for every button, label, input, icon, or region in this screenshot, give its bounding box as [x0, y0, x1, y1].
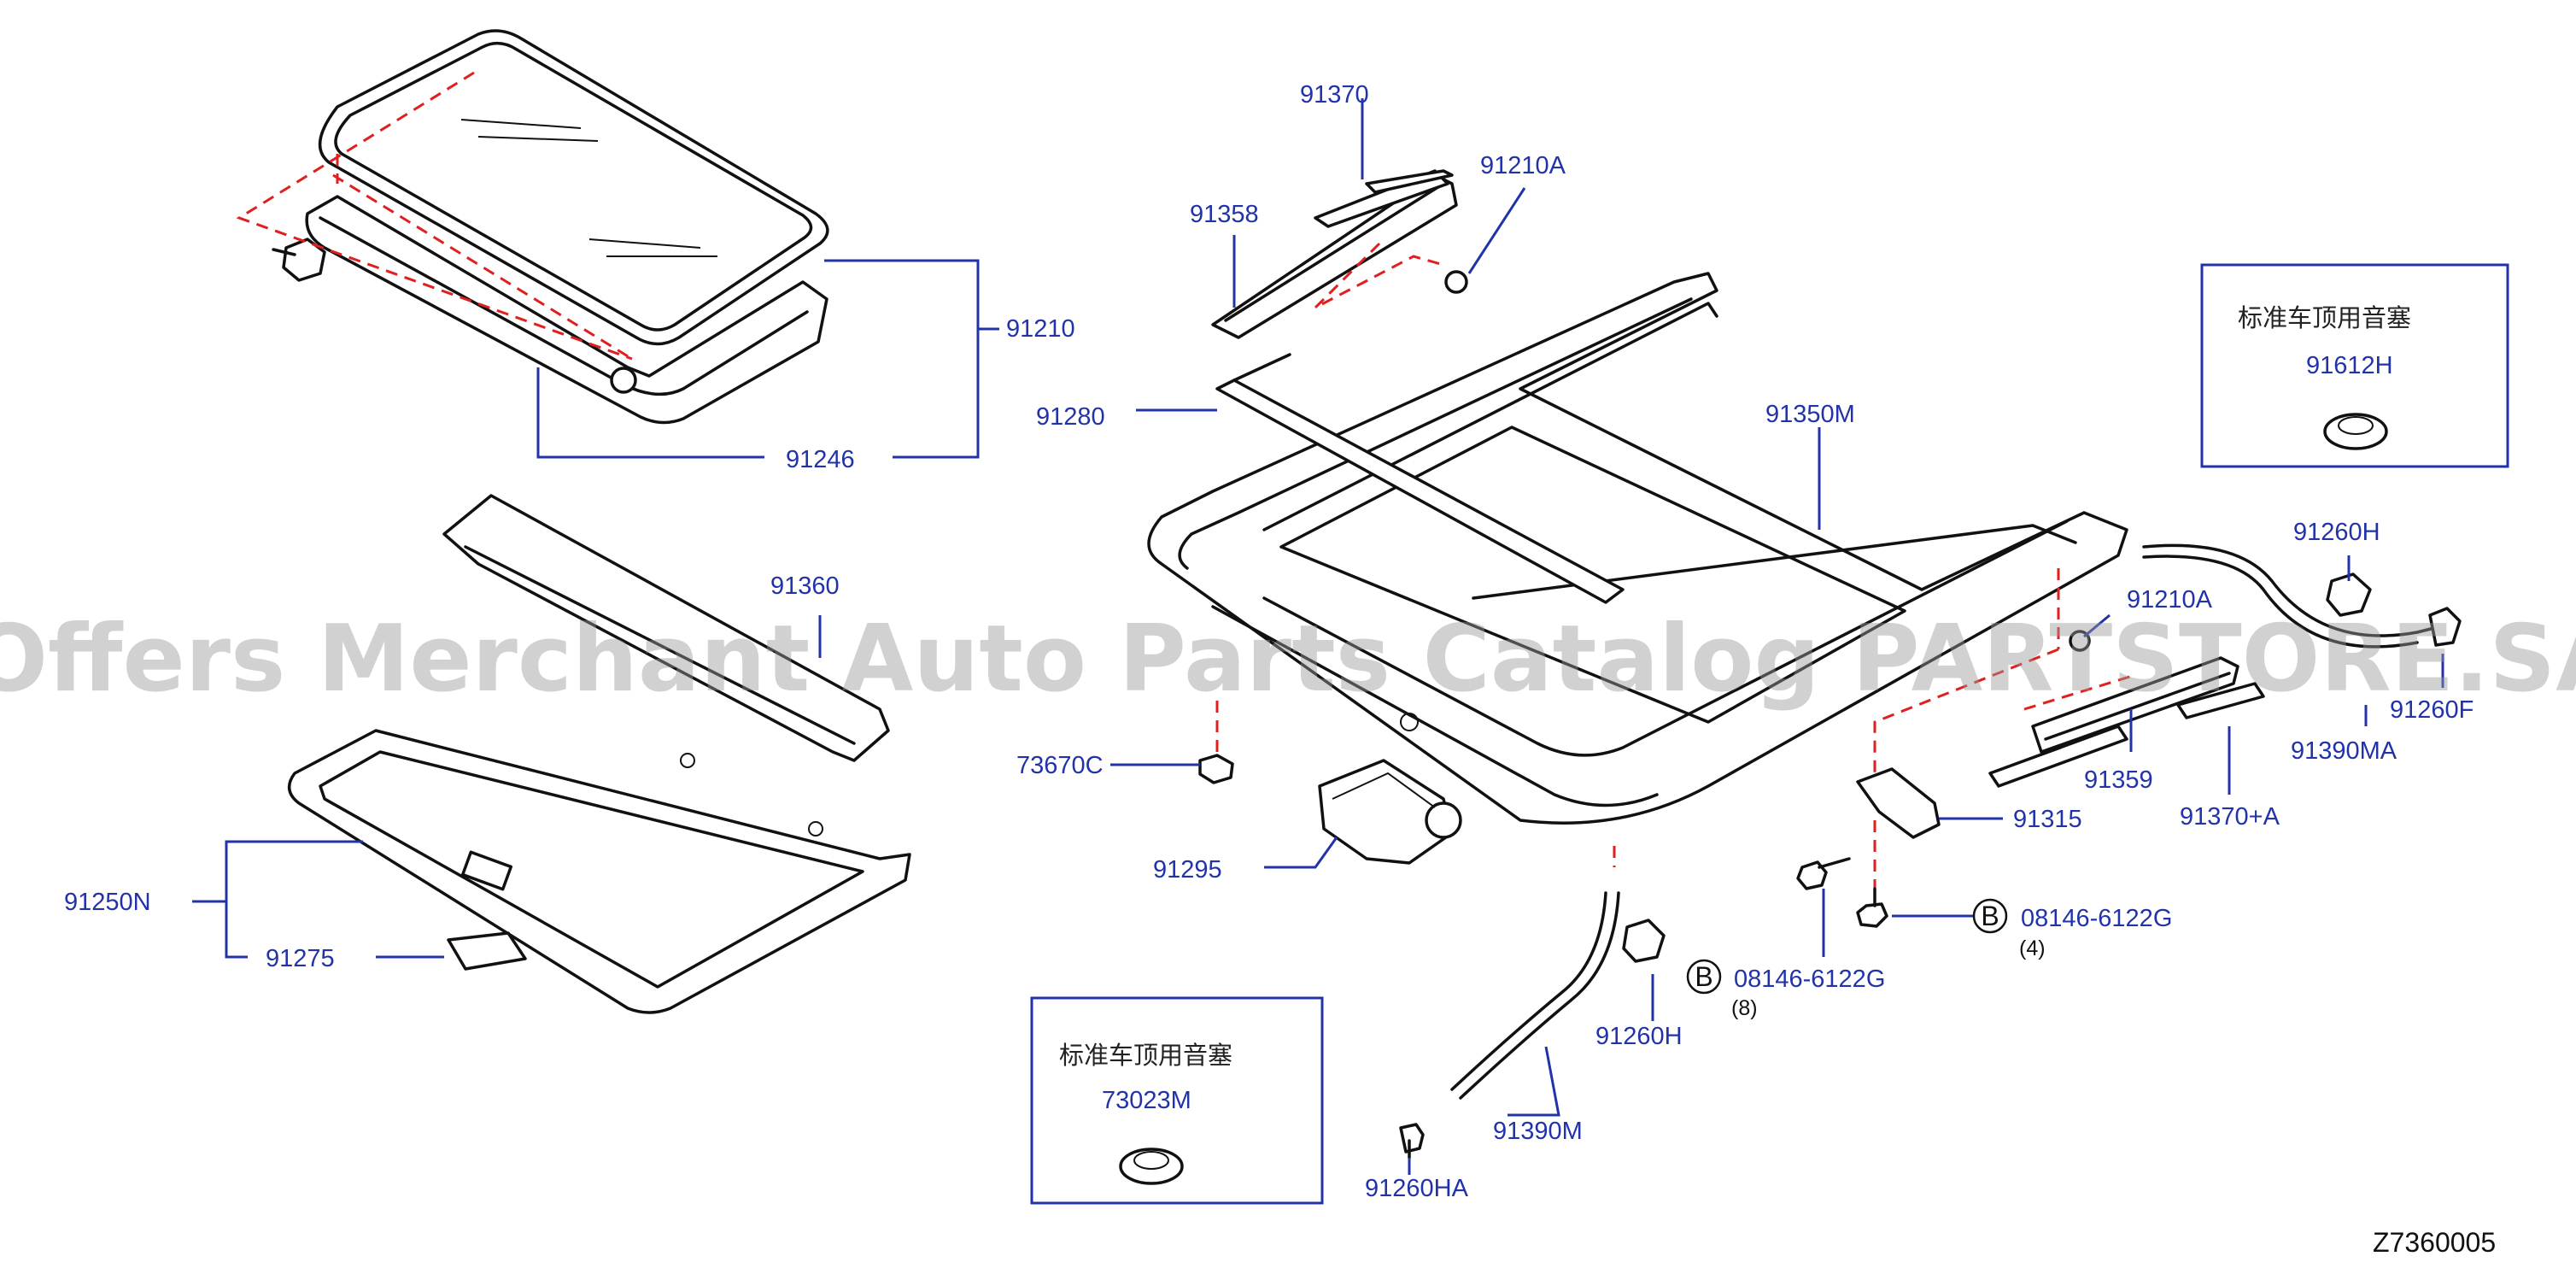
part-label-91246: 91246 [786, 446, 855, 473]
bolt-marker-right: B [1972, 898, 2008, 934]
part-label-91315: 91315 [2013, 806, 2082, 833]
part-label-bolt-left: 08146-6122G [1734, 966, 1885, 993]
hose-right-part [2142, 543, 2462, 649]
diagram-code: Z7360005 [2373, 1227, 2496, 1258]
part-label-73023m: 73023M [1102, 1087, 1191, 1114]
part-label-91295: 91295 [1153, 856, 1222, 883]
hose-bottom-callouts [1408, 974, 1654, 1175]
soundpad-box-top-right: 标准车顶用音塞 91612H [2200, 263, 2509, 468]
glass-centerlines [236, 71, 633, 361]
guide-rail-left-part [1211, 169, 1468, 339]
part-label-91358: 91358 [1190, 201, 1259, 228]
bolt-left-quantity: (8) [1731, 996, 1758, 1020]
soundpad-note-top-right: 标准车顶用音塞 [2238, 303, 2411, 332]
sunroof-frame-part [1147, 272, 2128, 825]
part-label-91210a-top: 91210A [1480, 152, 1566, 179]
part-label-91210: 91210 [1006, 315, 1075, 343]
bolt-marker-right-letter: B [1981, 901, 1999, 931]
part-label-bolt-right: 08146-6122G [2021, 905, 2172, 932]
sunshade-part [287, 494, 911, 1014]
sunshade-callout-lines [192, 615, 822, 959]
part-label-91260f: 91260F [2390, 696, 2474, 724]
motor-callout-lines [1110, 763, 1338, 869]
soundpad-box-bottom: 标准车顶用音塞 73023M [1030, 996, 1324, 1205]
guide-rail-right-part [1988, 630, 2265, 788]
part-label-91260h-right: 91260H [2293, 519, 2380, 546]
part-label-73670c: 73670C [1016, 752, 1104, 779]
bolt-marker-left: B [1686, 959, 1722, 995]
part-label-91210a-right: 91210A [2127, 586, 2213, 613]
frame-callout-lines [1136, 408, 1821, 530]
right-callout-lines [1822, 555, 2444, 957]
glass-callout-lines [536, 259, 999, 459]
part-label-91370: 91370 [1300, 81, 1369, 109]
part-label-91360: 91360 [770, 572, 840, 600]
soundpad-note-bottom: 标准车顶用音塞 [1059, 1041, 1232, 1070]
bolt-marker-left-letter: B [1695, 961, 1712, 992]
part-label-91390ma: 91390MA [2291, 737, 2397, 765]
part-label-91350m: 91350M [1765, 401, 1855, 428]
watermark-text: Offers Merchant Auto Parts Catalog PARTS… [0, 606, 2576, 713]
part-label-91260ha: 91260HA [1365, 1175, 1469, 1202]
part-label-91390m: 91390M [1493, 1118, 1583, 1145]
hose-bottom-part [1399, 891, 1666, 1159]
part-label-91280: 91280 [1036, 403, 1105, 431]
part-label-91250n: 91250N [64, 889, 151, 916]
part-label-91612h: 91612H [2306, 352, 2393, 379]
guide-rail-left-centerlines [1314, 242, 1444, 309]
motor-part [1198, 754, 1462, 865]
bracket-91315-part [1856, 767, 1941, 839]
right-centerlines [1215, 568, 2136, 889]
part-label-91260h-bottom: 91260H [1595, 1023, 1683, 1050]
part-label-91359: 91359 [2084, 766, 2153, 794]
part-label-91275: 91275 [266, 945, 335, 972]
sunroof-glass-part [272, 29, 829, 425]
left-small-callouts [1232, 98, 1526, 308]
bolts-part [1796, 857, 1888, 928]
bolt-right-quantity: (4) [2019, 936, 2046, 960]
part-label-91370a: 91370+A [2180, 803, 2280, 831]
